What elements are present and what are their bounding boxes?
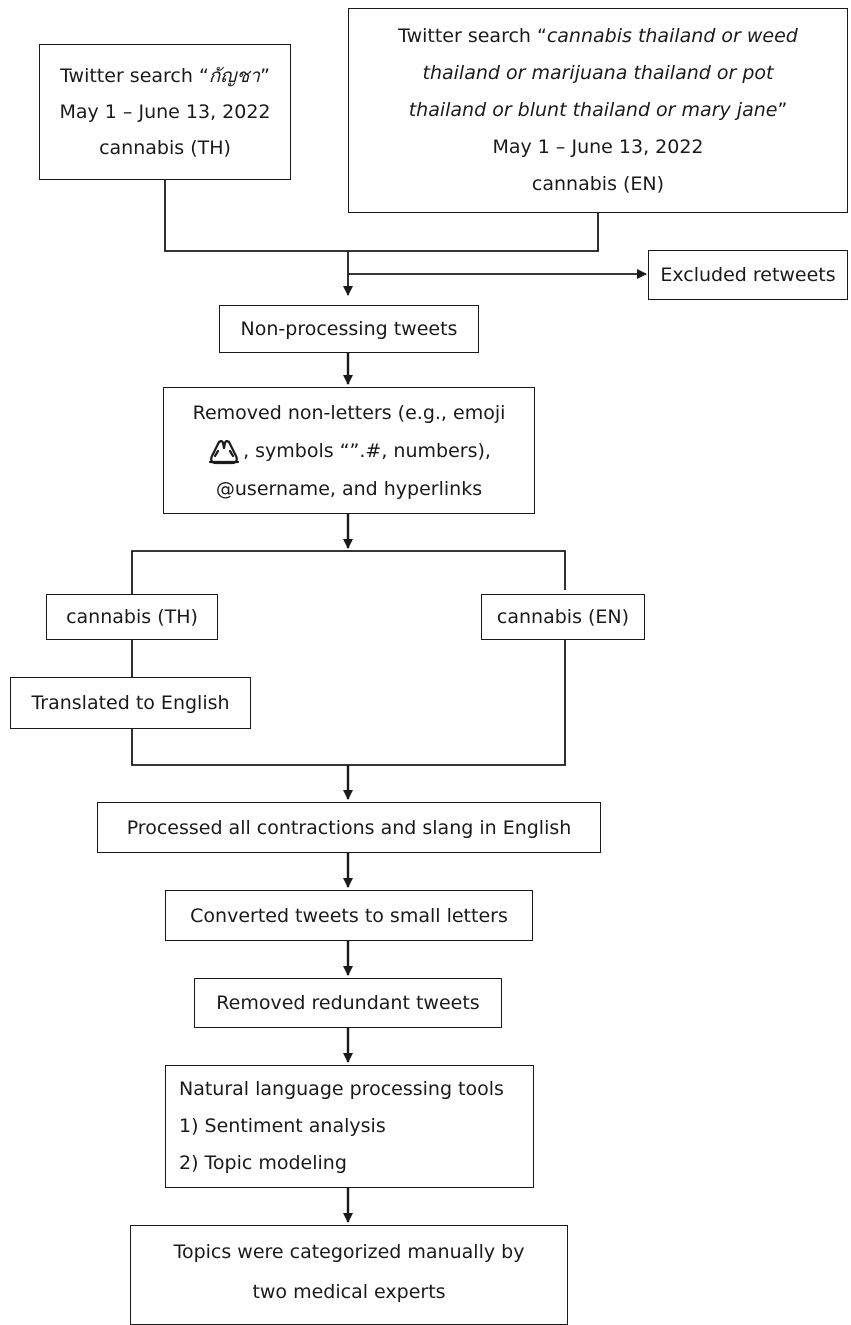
search-th-label: cannabis (TH)	[99, 137, 231, 159]
topics-box: Topics were categorized manually by two …	[130, 1225, 568, 1325]
removed-line2-wrap: , symbols “”.#, numbers),	[164, 432, 534, 470]
search-en-query-line1: Twitter search “cannabis thailand or wee…	[349, 18, 847, 55]
split-connector	[131, 550, 566, 594]
search-en-dates: May 1 – June 13, 2022	[492, 136, 704, 158]
topics-line1: Topics were categorized manually by	[173, 1241, 525, 1263]
translated-label: Translated to English	[31, 692, 230, 714]
branch-en-label: cannabis (EN)	[496, 606, 630, 628]
search-th-prefix: Twitter search “	[60, 65, 209, 87]
search-th-dates: May 1 – June 13, 2022	[59, 101, 271, 123]
merge-connector	[164, 180, 599, 252]
removed-line2: , symbols “”.#, numbers),	[243, 439, 491, 462]
removed-line3: @username, and hyperlinks	[215, 477, 483, 500]
contractions-label: Processed all contractions and slang in …	[126, 816, 572, 839]
contractions-box: Processed all contractions and slang in …	[97, 802, 601, 853]
lowercase-box: Converted tweets to small letters	[165, 890, 533, 941]
search-en-suffix: ”	[777, 99, 788, 121]
lowercase-label: Converted tweets to small letters	[190, 904, 508, 927]
search-en-query-3: thailand or blunt thailand or mary jane	[408, 99, 778, 121]
branch-en-box: cannabis (EN)	[481, 594, 645, 640]
folded-hands-icon	[208, 440, 240, 465]
nlp-box: Natural language processing tools 1) Sen…	[165, 1065, 534, 1188]
removed-nonletters-box: Removed non-letters (e.g., emoji , symbo…	[163, 387, 535, 514]
search-en-query-line3: thailand or blunt thailand or mary jane”	[349, 92, 847, 129]
translated-box: Translated to English	[10, 677, 251, 729]
nlp-item-2: 2) Topic modeling	[179, 1152, 347, 1174]
search-en-label: cannabis (EN)	[531, 173, 665, 195]
removed-line1: Removed non-letters (e.g., emoji	[192, 401, 506, 424]
search-th-query-line: Twitter search “กัญชา”	[40, 58, 290, 94]
search-en-box: Twitter search “cannabis thailand or wee…	[348, 8, 848, 213]
nlp-item-1: 1) Sentiment analysis	[179, 1115, 386, 1137]
excluded-retweets-label: Excluded retweets	[660, 264, 836, 286]
nlp-title: Natural language processing tools	[179, 1078, 504, 1100]
search-th-box: Twitter search “กัญชา” May 1 – June 13, …	[39, 44, 291, 180]
search-en-query-line2: thailand or marijuana thailand or pot	[422, 62, 774, 84]
branch-th-label: cannabis (TH)	[66, 606, 198, 628]
non-processing-box: Non-processing tweets	[219, 305, 479, 353]
excluded-retweets-box: Excluded retweets	[648, 250, 848, 300]
non-processing-label: Non-processing tweets	[240, 318, 458, 340]
topics-line2: two medical experts	[252, 1281, 446, 1303]
branch-th-box: cannabis (TH)	[46, 594, 218, 640]
redundant-label: Removed redundant tweets	[216, 992, 480, 1014]
redundant-box: Removed redundant tweets	[194, 978, 502, 1028]
search-en-prefix: Twitter search “	[398, 25, 547, 47]
search-en-query-1: cannabis thailand or weed	[546, 25, 798, 47]
search-th-query: กัญชา	[208, 65, 261, 87]
search-th-suffix: ”	[260, 65, 270, 87]
